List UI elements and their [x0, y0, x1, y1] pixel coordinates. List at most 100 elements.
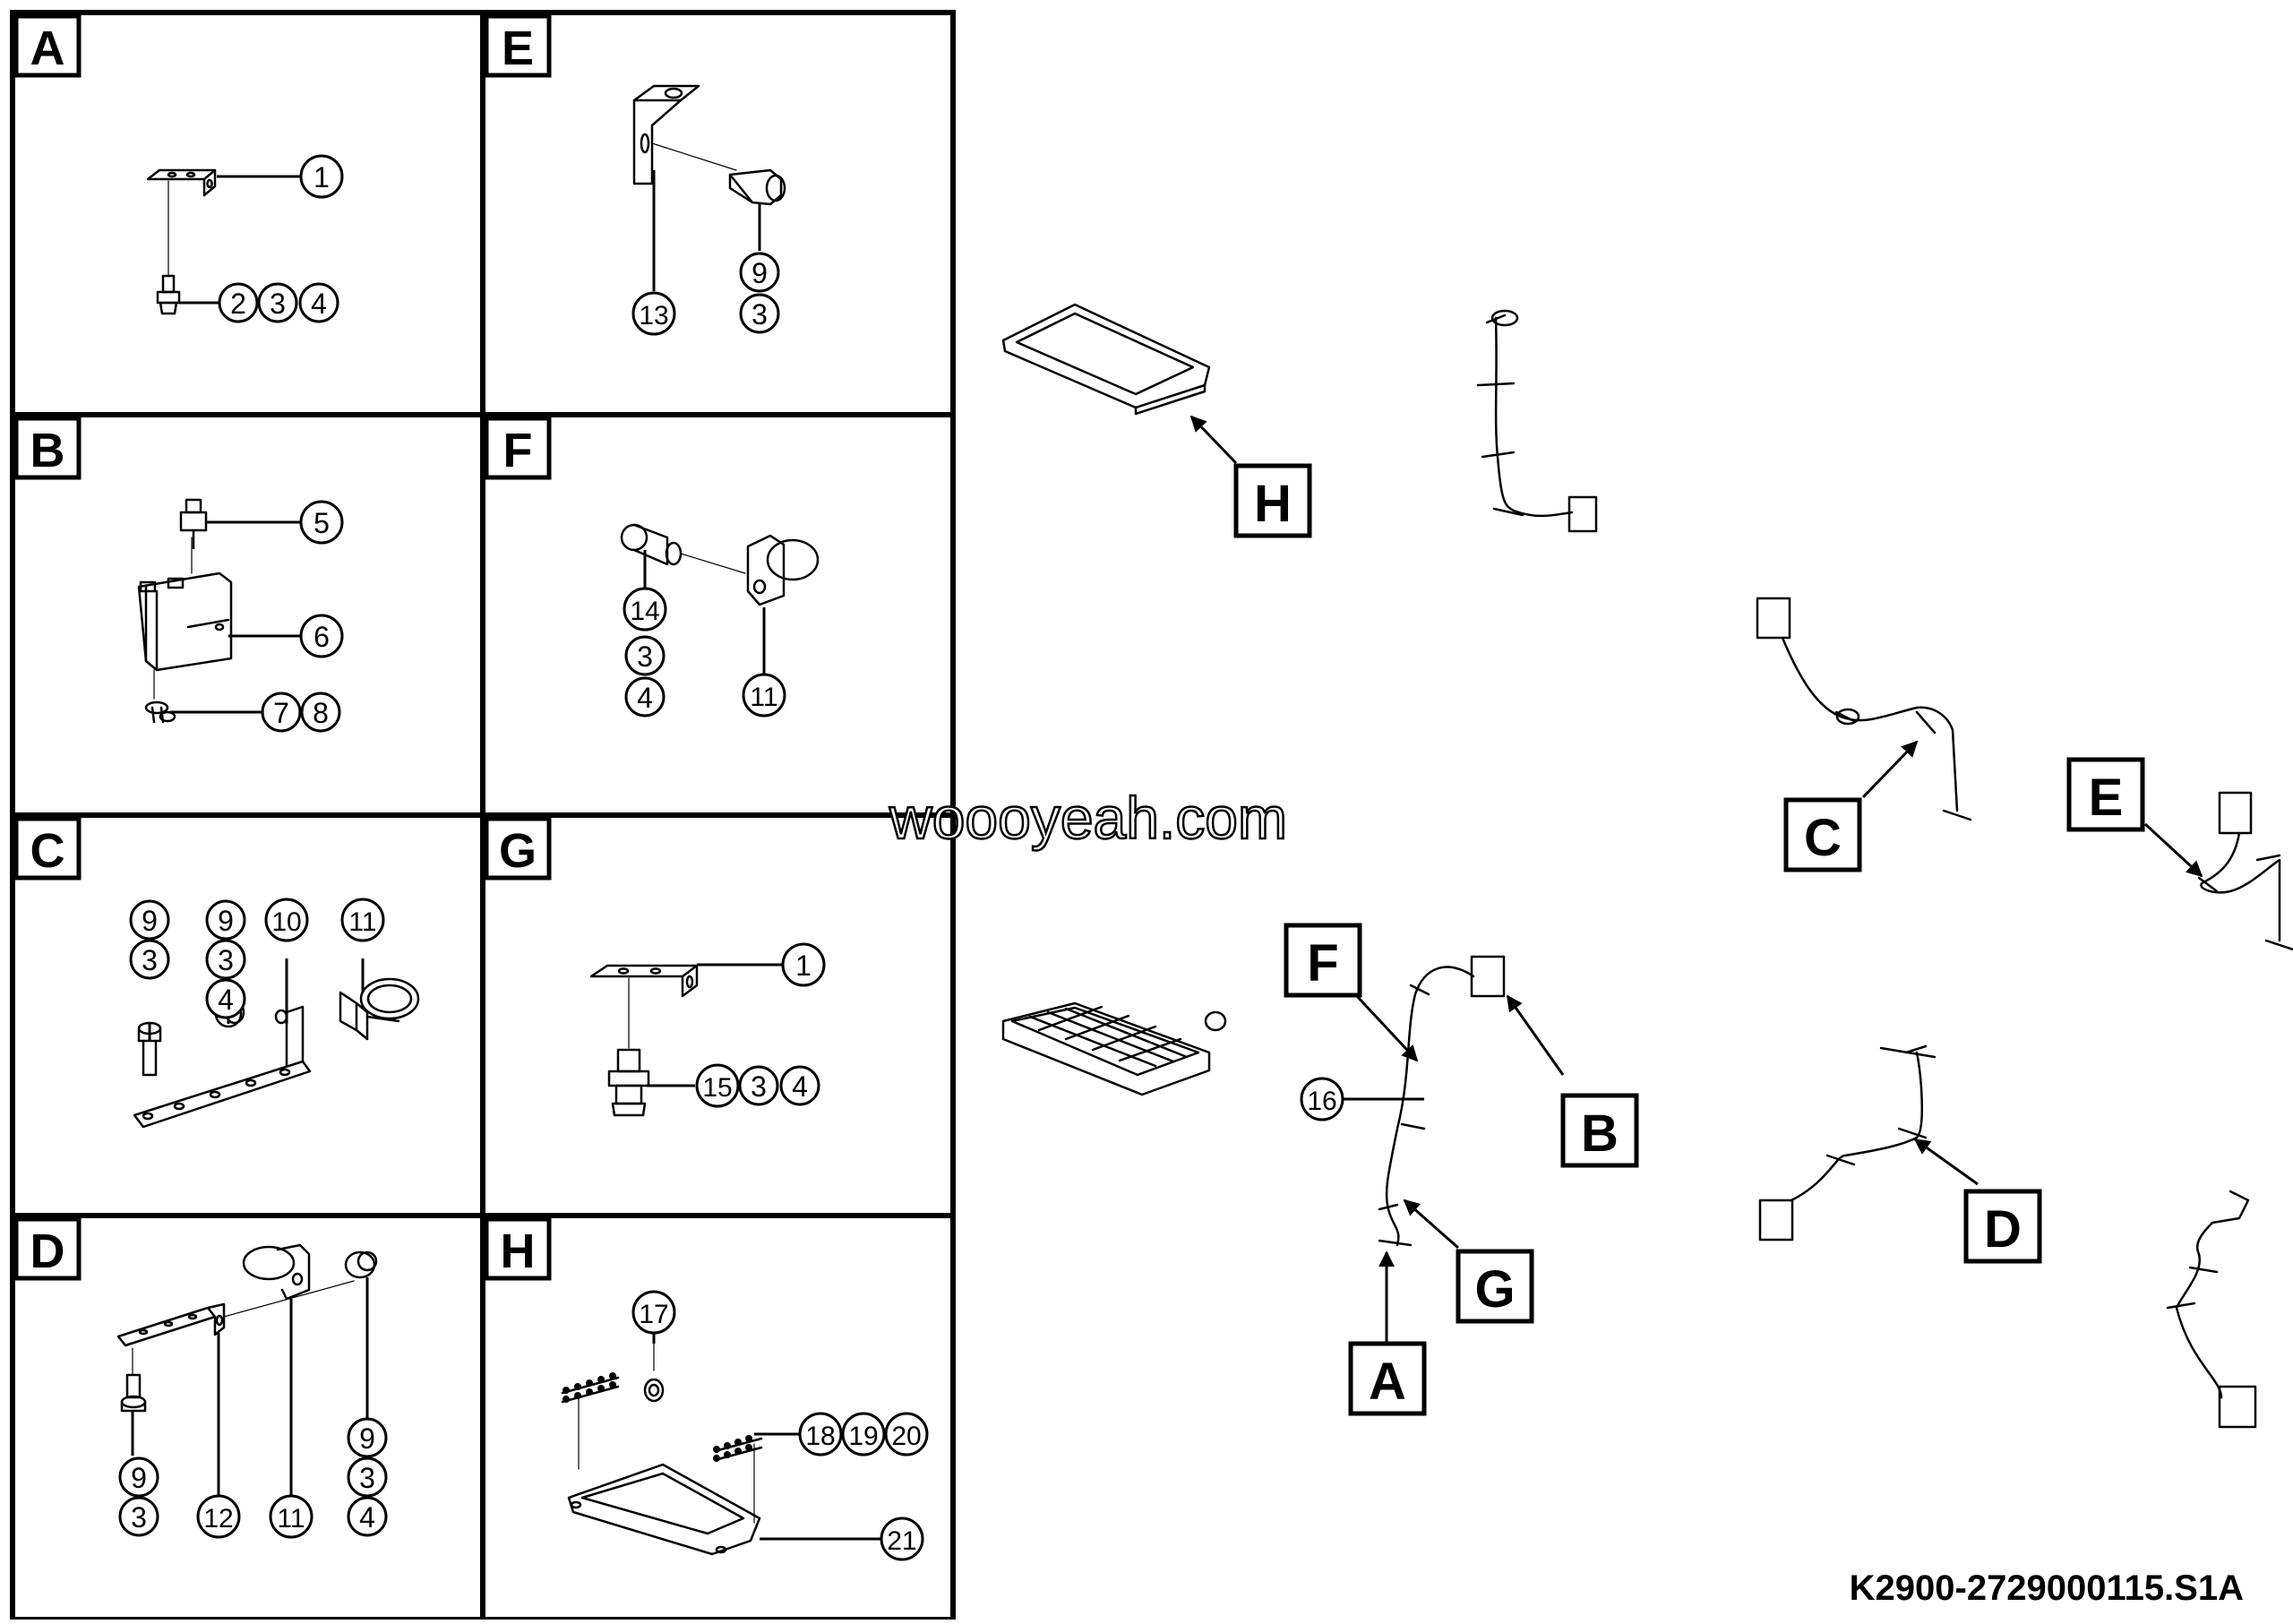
- frame-21-drawing: [567, 1463, 761, 1556]
- callout-bubble: 15: [695, 1063, 740, 1108]
- nut-d-drawing: [344, 1250, 378, 1279]
- callout-bubble: 20: [884, 1412, 929, 1456]
- overview-assemblies: [1001, 303, 2293, 1429]
- callout-bubble: 3: [738, 1065, 779, 1106]
- sensor-5-drawing: [179, 498, 208, 550]
- callout-number: 9: [142, 905, 158, 937]
- bolt-15-drawing: [607, 1048, 650, 1117]
- callout-bubble: 4: [624, 676, 666, 717]
- overview-letter: G: [1474, 1260, 1515, 1319]
- panel-letter-B: B: [30, 424, 65, 477]
- callout-number: 9: [751, 257, 768, 289]
- harness-c-drawing: [1756, 597, 1972, 821]
- callout-number: 8: [313, 697, 329, 729]
- overview-letter: C: [1804, 809, 1842, 867]
- overview-label-H: H: [1233, 463, 1312, 538]
- overview-label-B: B: [1560, 1093, 1639, 1168]
- callout-bubble: 10: [264, 898, 309, 942]
- callout-bubble: 19: [841, 1412, 886, 1456]
- callout-bubble: 9: [118, 1456, 159, 1498]
- callout-number: 14: [630, 597, 659, 626]
- clamp-11d-drawing: [242, 1243, 311, 1301]
- leader-lines: [131, 170, 1424, 1541]
- callout-number: 3: [142, 944, 158, 976]
- callout-bubble: 3: [257, 282, 298, 323]
- overview-letter: B: [1581, 1104, 1619, 1163]
- clamp-11f-drawing: [746, 534, 820, 606]
- harness-d-drawing: [1758, 1044, 1937, 1242]
- callout-number: 18: [805, 1422, 835, 1451]
- panel-letter-E: E: [502, 21, 534, 75]
- callout-number: 9: [359, 1422, 375, 1455]
- clamp-11-drawing: [339, 977, 420, 1041]
- overview-label-G: G: [1456, 1249, 1534, 1324]
- callout-bubble: 14: [623, 587, 667, 632]
- callout-bubble: 16: [1300, 1077, 1344, 1121]
- overview-label-D: D: [1963, 1189, 2042, 1264]
- callout-bubble: 4: [347, 1496, 388, 1537]
- bracket-1g-drawing: [589, 964, 699, 998]
- callout-number: 11: [348, 907, 376, 937]
- overview-letter: D: [1984, 1200, 2022, 1259]
- drawing-code: K2900-2729000115.S1A: [1850, 1568, 2244, 1608]
- callout-number: 16: [1307, 1087, 1336, 1116]
- callout-bubble: 3: [129, 939, 170, 980]
- display-unit-drawing: [1001, 303, 1211, 416]
- callout-bubble: 11: [742, 673, 786, 717]
- grille-drawing: [1001, 1001, 1227, 1096]
- callout-number: 10: [271, 907, 301, 937]
- callout-bubble: 9: [347, 1417, 388, 1458]
- callout-number: 11: [750, 683, 777, 712]
- callout-bubble: 13: [631, 291, 676, 336]
- overview-arrows: [1189, 415, 2203, 1342]
- callout-bubble: 8: [300, 692, 341, 733]
- callout-number: 3: [270, 288, 286, 320]
- panel-tag-F: F: [484, 416, 552, 480]
- panel-tag-D: D: [13, 1216, 82, 1281]
- callout-bubble: 4: [779, 1065, 820, 1106]
- callout-bubble: 1: [299, 154, 344, 199]
- screw-7-drawing: [144, 700, 176, 724]
- callout-bubble: 5: [299, 500, 344, 545]
- callout-bubble: 11: [269, 1494, 313, 1539]
- callout-number: 13: [639, 301, 668, 331]
- callout-number: 11: [277, 1504, 305, 1534]
- callout-circles: 1 2 3 4 5 6 7 8 9 3 9 3 4 10 11 9 3 12 1…: [118, 154, 1344, 1561]
- washer-17-drawing: [643, 1378, 665, 1403]
- callout-number: 7: [273, 697, 289, 729]
- callout-bubble: 2: [218, 282, 259, 323]
- callout-bubble: 9: [739, 252, 780, 293]
- panel-tag-A: A: [13, 13, 82, 78]
- panel-letter-A: A: [30, 21, 65, 75]
- callout-number: 20: [891, 1422, 921, 1451]
- bracket-12-drawing: [116, 1302, 226, 1347]
- callout-number: 15: [702, 1073, 732, 1103]
- callout-number: 6: [313, 621, 330, 653]
- callout-number: 21: [887, 1526, 916, 1556]
- callout-bubble: 3: [347, 1456, 388, 1498]
- overview-label-A: A: [1348, 1341, 1427, 1416]
- callout-number: 2: [230, 288, 246, 320]
- callout-number: 3: [751, 1070, 767, 1103]
- panel-grid: [10, 10, 956, 1622]
- panel-letter-C: C: [30, 824, 65, 878]
- harness-fbga-drawing: [1378, 955, 1506, 1247]
- bolt-9e-drawing: [728, 168, 786, 206]
- overview-label-F: F: [1284, 923, 1362, 998]
- callout-bubble: 7: [261, 692, 302, 733]
- callout-bubble: 12: [196, 1494, 241, 1539]
- callout-number: 4: [792, 1070, 808, 1103]
- callout-bubble: 3: [118, 1496, 159, 1537]
- callout-number: 3: [218, 944, 234, 976]
- callout-number: 3: [637, 640, 653, 673]
- panel-letter-D: D: [30, 1224, 65, 1278]
- overview-letter: H: [1254, 475, 1292, 533]
- callout-bubble: 4: [205, 978, 246, 1019]
- bracket-6-drawing: [137, 571, 233, 672]
- panel-tag-E: E: [484, 13, 552, 78]
- callout-number: 1: [313, 161, 330, 193]
- panel-letter-F: F: [503, 424, 533, 477]
- callout-number: 19: [848, 1422, 878, 1451]
